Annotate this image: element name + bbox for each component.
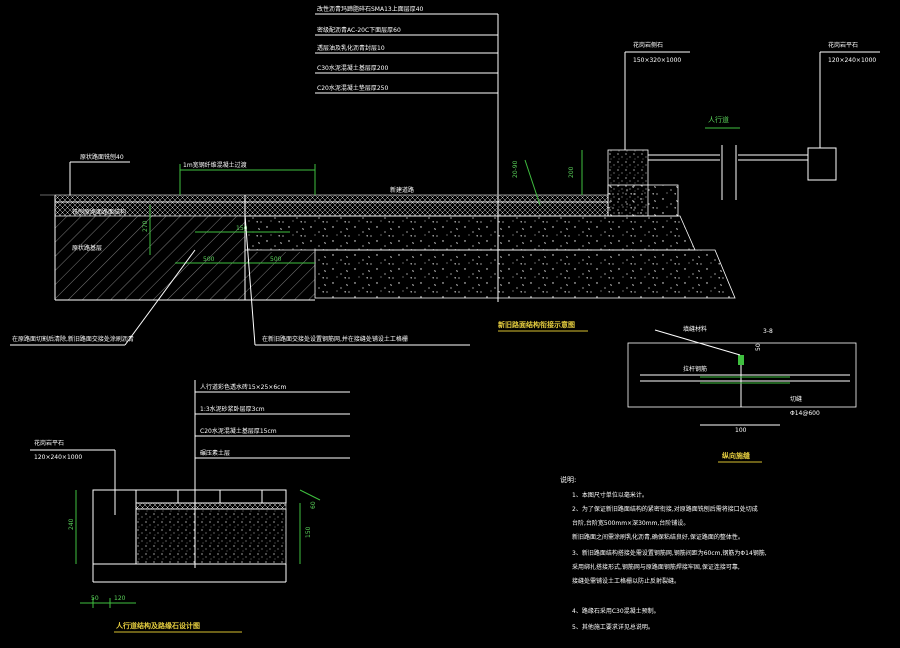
note-4: 4、路缘石采用C30混凝土预制。 bbox=[572, 607, 660, 615]
sw-edge-label: 花岗岩平石 bbox=[34, 439, 64, 447]
subbase-concrete bbox=[314, 249, 736, 299]
dim-500a: 500 bbox=[203, 256, 215, 263]
bottom-note-left: 在原路面切割后清除,新旧路面交接处涂刷沥青 bbox=[12, 335, 134, 343]
edge-size: 120×240×1000 bbox=[828, 57, 876, 64]
dim-500b: 500 bbox=[270, 256, 282, 263]
note-3b: 采用绑扎搭接形式,钢筋网与原路面钢筋焊接牢固,保证连接可靠, bbox=[572, 563, 740, 571]
layer-leader: 改性沥青玛蹄脂碎石SMA13上面层厚40 密级配沥青AC-20C下面层厚60 透… bbox=[315, 5, 499, 302]
layer-3: 透层油及乳化沥青封层10 bbox=[317, 44, 385, 52]
main-title: 新旧路面结构衔接示意图 bbox=[498, 320, 575, 329]
layer-1: 改性沥青玛蹄脂碎石SMA13上面层厚40 bbox=[317, 5, 424, 13]
note-2: 2、为了保证新旧路面结构的紧密衔接,对原路面铣刨后需将接口处切成 bbox=[572, 505, 758, 513]
jd-depth: 50 bbox=[755, 343, 762, 351]
sw-layer-4: 碾压素土层 bbox=[200, 449, 230, 457]
dim-150: 150 bbox=[236, 225, 248, 232]
edge-label: 花岗岩平石 bbox=[828, 41, 858, 49]
layer-2: 密级配沥青AC-20C下面层厚60 bbox=[317, 26, 401, 34]
sw-dim-120: 120 bbox=[114, 595, 126, 602]
surface-layer bbox=[54, 194, 609, 203]
joint-detail: 100 50 3-8 填缝材料 拉杆钢筋 切缝 Φ14@600 纵向施缝 bbox=[627, 325, 857, 463]
sw-edge-size: 120×240×1000 bbox=[34, 454, 82, 461]
edge-stone bbox=[807, 147, 837, 181]
old-base-hatch bbox=[55, 252, 245, 300]
sw-dim-60: 60 bbox=[310, 501, 317, 509]
binder-layer bbox=[54, 201, 609, 217]
sw-layer-3: C20水泥混凝土基层厚15cm bbox=[200, 427, 277, 435]
note-2b: 台阶,台阶宽500mm×深30mm,台阶铺设。 bbox=[572, 519, 689, 527]
jd-width: 100 bbox=[735, 427, 747, 434]
note-1: 1、本图尺寸单位以毫米计。 bbox=[572, 491, 648, 499]
note-mill: 原状路面铣刨40 bbox=[80, 153, 124, 161]
main-section: 改性沥青玛蹄脂碎石SMA13上面层厚40 密级配沥青AC-20C下面层厚60 透… bbox=[10, 5, 880, 346]
curb-label: 花岗岩侧石 bbox=[633, 41, 663, 49]
joint-title: 纵向施缝 bbox=[722, 451, 750, 460]
dim-slope: 20-90 bbox=[512, 160, 519, 178]
note-old-base: 原状路基层 bbox=[72, 244, 102, 252]
sidewalk-detail: 人行道彩色透水砖15×25×6cm 1:3水泥砂浆卧层厚3cm C20水泥混凝土… bbox=[30, 380, 350, 633]
dim-270: 270 bbox=[142, 220, 149, 232]
notes: 说明: 1、本图尺寸单位以毫米计。 2、为了保证新旧路面结构的紧密衔接,对原路面… bbox=[560, 475, 767, 631]
dim-200: 200 bbox=[568, 166, 575, 178]
bottom-note-right: 在新旧路面交接处设置钢筋网,并在接缝处铺设土工格栅 bbox=[262, 335, 408, 343]
jd-bar: 拉杆钢筋 bbox=[683, 365, 707, 373]
layer-5: C20水泥混凝土垫层厚250 bbox=[317, 84, 388, 92]
sw-layer-2: 1:3水泥砂浆卧层厚3cm bbox=[200, 405, 265, 413]
base-concrete bbox=[244, 215, 696, 251]
note-2c: 新旧路面之间需涂刷乳化沥青,确保粘结良好,保证路面的整体性。 bbox=[572, 533, 744, 541]
jd-section: 3-8 bbox=[763, 328, 773, 335]
sw-dim-240: 240 bbox=[68, 518, 75, 530]
notes-heading: 说明: bbox=[560, 475, 576, 484]
road-label: 新建道路 bbox=[390, 186, 414, 194]
layer-4: C30水泥混凝土基层厚200 bbox=[317, 64, 388, 72]
walk-label: 人行道 bbox=[708, 115, 729, 124]
jd-cut: 切缝 bbox=[790, 395, 802, 403]
jd-spec: Φ14@600 bbox=[790, 410, 820, 417]
note-5: 5、其他施工要求详见总说明。 bbox=[572, 623, 654, 631]
curb-size: 150×320×1000 bbox=[633, 57, 681, 64]
sw-concrete bbox=[135, 508, 287, 565]
sw-dim-150: 150 bbox=[305, 526, 312, 538]
note-3c: 接缝处需铺设土工格栅以防止反射裂缝。 bbox=[572, 577, 680, 585]
note-old-structure: 铣刨原路面路面结构 bbox=[72, 208, 126, 216]
transition-label: 1m宽钢纤维混凝土过渡 bbox=[183, 161, 247, 169]
sw-dim-50: 50 bbox=[91, 595, 99, 602]
jd-seal: 填缝材料 bbox=[683, 325, 707, 333]
note-3: 3、新旧路面结构搭接处需设置钢筋网,钢筋间距为60cm,钢筋为Φ14钢筋, bbox=[572, 549, 767, 557]
sw-layer-1: 人行道彩色透水砖15×25×6cm bbox=[200, 383, 286, 391]
curb-base bbox=[607, 184, 679, 217]
sidewalk-title: 人行道结构及路缘石设计图 bbox=[116, 621, 200, 630]
